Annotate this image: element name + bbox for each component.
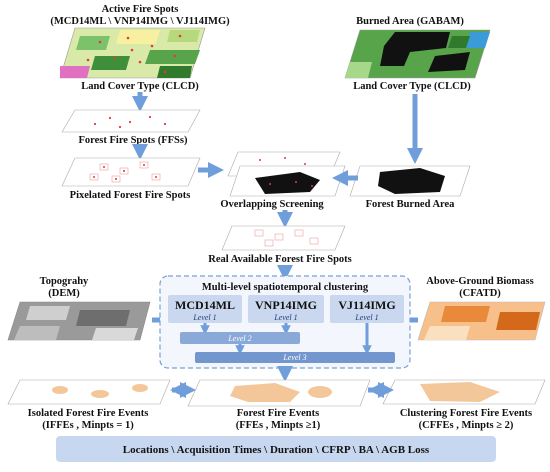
real-available-label: Real Available Forest Fire Spots [208, 254, 352, 265]
isolated-events-params: (IFFEs , Minpts = 1) [42, 420, 134, 431]
cluster-events-params: (CFFEs , Minpts ≥ 2) [419, 420, 514, 431]
forest-burned-plane [349, 165, 471, 197]
land-cover-label-left: Land Cover Type (CLCD) [81, 81, 199, 92]
forest-fire-spots-label: Forest Fire Spots (FFSs) [79, 135, 188, 146]
level2-label: Level 2 [227, 334, 251, 343]
footer-text: Locations \ Acquisition Times \ Duration… [123, 444, 430, 456]
product-box-mcd14ml [168, 295, 242, 323]
product-vj114img: VJ114IMG [338, 298, 395, 312]
active-fire-sources: (MCD14ML \ VNP14IMG \ VJ114IMG) [50, 16, 230, 27]
level3-bar [195, 352, 395, 363]
isolated-events-title: Isolated Forest Fire Events [28, 408, 149, 419]
clustering-title: Multi-level spatiotemporal clustering [202, 282, 369, 293]
active-fire-title: Active Fire Spots [102, 4, 179, 15]
topography-title: Topograhy [40, 276, 89, 287]
topography-source: (DEM) [48, 288, 80, 299]
level2-bar [180, 332, 300, 344]
forest-events-title: Forest Fire Events [237, 408, 319, 419]
biomass-source: (CFATD) [459, 288, 501, 299]
dem-map [7, 301, 151, 341]
cluster-events-title: Clustering Forest Fire Events [400, 408, 532, 419]
product-mcd14ml: MCD14ML [175, 298, 235, 312]
overlap-plane [227, 151, 346, 197]
forest-events-plane [187, 379, 371, 407]
land-cover-label-right: Land Cover Type (CLCD) [353, 81, 471, 92]
product-box-vj114img [330, 295, 404, 323]
biomass-title: Above-Ground Biomass [426, 276, 533, 287]
burned-area-title: Burned Area (GABAM) [356, 16, 464, 27]
forest-burned-label: Forest Burned Area [366, 199, 456, 210]
cluster-events-plane [382, 379, 546, 405]
isolated-events-plane [7, 379, 171, 405]
level1-label-c: Level 1 [354, 313, 378, 322]
land-cover-map-left [59, 27, 206, 79]
level3-label: Level 3 [282, 353, 306, 362]
burned-area-map [344, 29, 491, 79]
level1-label-a: Level 1 [192, 313, 216, 322]
overlapping-screening-label: Overlapping Screening [220, 199, 324, 210]
forest-fire-spots-plane [61, 109, 201, 133]
forest-events-params: (FFEs , Minpts ≥1) [236, 420, 321, 431]
product-box-vnp14img [248, 295, 324, 323]
pixelated-spots-plane [61, 157, 201, 187]
footer-bar [56, 436, 496, 462]
level1-label-b: Level 1 [273, 313, 297, 322]
pixelated-spots-label: Pixelated Forest Fire Spots [70, 190, 191, 201]
product-vnp14img: VNP14IMG [255, 298, 317, 312]
biomass-map [417, 301, 546, 341]
active-fire-dots [86, 34, 182, 74]
real-available-plane [221, 225, 346, 251]
